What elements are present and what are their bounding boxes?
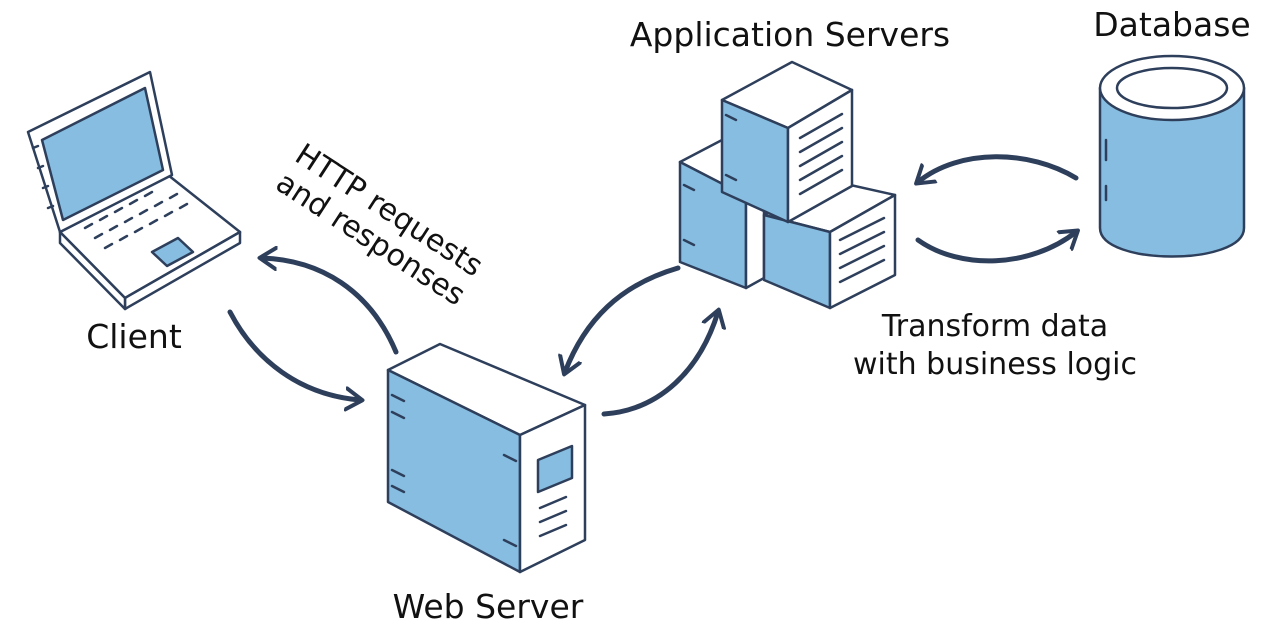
arrow-webserver-to-appserver [601, 312, 718, 417]
transform-label-line1: Transform data [881, 309, 1108, 344]
transform-label-line2: with business logic [853, 347, 1137, 382]
server-stack-icon [678, 60, 897, 310]
app-servers-label: Application Servers [630, 15, 950, 54]
laptop-icon [26, 70, 242, 311]
arrow-appserver-to-database [915, 232, 1076, 264]
arrow-webserver-to-client [262, 258, 399, 355]
http-annotation: HTTP requests and responses [269, 137, 489, 313]
web-server-label: Web Server [393, 587, 584, 626]
arrow-database-to-appserver [918, 154, 1079, 182]
database-label: Database [1093, 5, 1250, 44]
server-tower-icon [386, 342, 587, 574]
database-cylinder-icon [1098, 54, 1246, 258]
arrow-appserver-to-webserver [565, 265, 681, 372]
arrow-icon [227, 154, 1079, 417]
arrow-client-to-webserver [227, 309, 360, 400]
client-label: Client [86, 317, 182, 356]
